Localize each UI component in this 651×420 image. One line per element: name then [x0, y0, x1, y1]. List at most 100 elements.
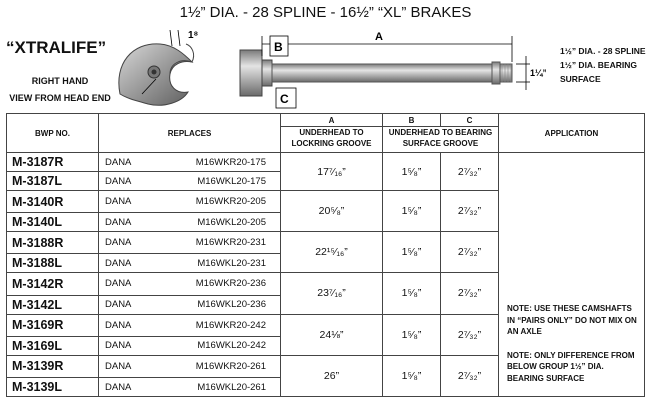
replaced-part: M16WKL20-205	[178, 212, 281, 233]
replaced-part: M16WKL20-236	[178, 294, 281, 315]
camshaft-head-illustration: 1⁸	[118, 29, 199, 106]
header-a-desc-line2: LOCKRING GROOVE	[291, 139, 372, 148]
bwp-number: M-3188R	[6, 231, 99, 255]
replaced-part: M16WKR20-236	[178, 272, 281, 296]
bwp-number: M-3187L	[6, 171, 99, 191]
replaced-part: M16WKL20-242	[178, 335, 281, 356]
replaced-part: M16WKR20-261	[178, 354, 281, 379]
dimension-a: 20⁵⁄₈”	[280, 189, 383, 233]
camshaft-shaft-illustration: A B C 1¼”	[239, 31, 546, 109]
table-row: M-3169R DANA M16WKR20-242 24⅛” 1⁵⁄₈” 2⁷⁄…	[6, 313, 645, 356]
bwp-number: M-3139R	[6, 354, 99, 379]
table-row: M-3188L DANA M16WKL20-231	[6, 253, 645, 274]
manufacturer: DANA	[98, 253, 179, 274]
manufacturer: DANA	[98, 152, 179, 172]
spec-line: 1½” DIA. - 28 SPLINE	[560, 46, 646, 56]
dimension-b: 1⁵⁄₈”	[382, 272, 441, 315]
bwp-number: M-3169L	[6, 335, 99, 356]
manufacturer: DANA	[98, 377, 179, 397]
manufacturer: DANA	[98, 313, 179, 337]
bwp-number: M-3140R	[6, 189, 99, 214]
replaced-part: M16WKR20-205	[178, 189, 281, 214]
dimension-c: 2⁷⁄₃₂”	[440, 231, 499, 274]
header-a-desc-line1: UNDERHEAD TO	[299, 128, 364, 137]
header-row-letters: BWP NO. REPLACES A B C APPLICATION	[6, 113, 645, 153]
dimension-a: 23⁷⁄₁₆”	[280, 272, 383, 315]
table-row: M-3139R DANA M16WKR20-261 26” 1⁵⁄₈” 2⁷⁄₃…	[6, 354, 645, 398]
replaced-part: M16WKL20-231	[178, 253, 281, 274]
spec-note: 1½” DIA. - 28 SPLINE 1½” DIA. BEARING SU…	[560, 44, 646, 86]
header-a: A	[280, 113, 383, 127]
table-row: M-3140R DANA M16WKR20-205 20⁵⁄₈” 1⁵⁄₈” 2…	[6, 189, 645, 233]
table-row: M-3169L DANA M16WKL20-242	[6, 335, 645, 356]
header-bc-desc-line1: UNDERHEAD TO BEARING	[388, 128, 493, 137]
manufacturer: DANA	[98, 212, 179, 233]
dimension-c: 2⁷⁄₃₂”	[440, 354, 499, 398]
header-replaces: REPLACES	[98, 113, 281, 153]
header-bc-description: UNDERHEAD TO BEARING SURFACE GROOVE	[382, 126, 499, 153]
bwp-number: M-3139L	[6, 377, 99, 397]
table-row: M-3187R DANA M16WKR20-175 17⁷⁄₁₆” 1⁵⁄₈” …	[6, 152, 645, 397]
application-note: NOTE: ONLY DIFFERENCE FROM BELOW GROUP 1…	[507, 350, 635, 383]
brand-name: “XTRALIFE”	[6, 38, 107, 57]
header-application: APPLICATION	[498, 113, 645, 153]
dimension-a-label: A	[375, 31, 383, 43]
replaced-part: M16WKL20-261	[178, 377, 281, 397]
dimension-b: 1⁵⁄₈”	[382, 354, 441, 398]
dimension-c: 2⁷⁄₃₂”	[440, 313, 499, 356]
dimension-c: 2⁷⁄₃₂”	[440, 272, 499, 315]
view-caption: RIGHT HAND VIEW FROM HEAD END	[6, 73, 114, 107]
spec-line: SURFACE	[560, 74, 601, 84]
table-row: M-3188R DANA M16WKR20-231 22¹⁵⁄₁₆” 1⁵⁄₈”…	[6, 231, 645, 274]
manufacturer: DANA	[98, 294, 179, 315]
dimension-c: 2⁷⁄₃₂”	[440, 189, 499, 233]
manufacturer: DANA	[98, 272, 179, 296]
parts-table-wrapper: BWP NO. REPLACES A B C APPLICATION UNDER…	[6, 113, 645, 398]
table-row: M-3142R DANA M16WKR20-236 23⁷⁄₁₆” 1⁵⁄₈” …	[6, 272, 645, 315]
manufacturer: DANA	[98, 231, 179, 255]
dimension-b: 1⁵⁄₈”	[382, 313, 441, 356]
replaced-part: M16WKR20-175	[178, 152, 281, 172]
table-row: M-3140L DANA M16WKL20-205	[6, 212, 645, 233]
header-bwp: BWP NO.	[6, 113, 99, 153]
bwp-number: M-3169R	[6, 313, 99, 337]
header-bc-desc-line2: SURFACE GROOVE	[402, 139, 479, 148]
dimension-c: 2⁷⁄₃₂”	[440, 152, 499, 191]
cam-dimension-label: 1⁸	[188, 30, 199, 41]
bwp-number: M-3140L	[6, 212, 99, 233]
parts-table: BWP NO. REPLACES A B C APPLICATION UNDER…	[6, 113, 645, 398]
manufacturer: DANA	[98, 171, 179, 191]
manufacturer: DANA	[98, 189, 179, 214]
view-caption-line2: VIEW FROM HEAD END	[9, 93, 111, 103]
table-row: M-3139L DANA M16WKL20-261	[6, 377, 645, 397]
application-note: NOTE: USE THESE CAMSHAFTS IN “PAIRS ONLY…	[507, 304, 637, 336]
dimension-c-label: C	[280, 92, 289, 106]
dimension-a: 24⅛”	[280, 313, 383, 356]
bwp-number: M-3187R	[6, 152, 99, 172]
bwp-number: M-3142L	[6, 294, 99, 315]
replaced-part: M16WKL20-175	[178, 171, 281, 191]
application-notes: NOTE: USE THESE CAMSHAFTS IN “PAIRS ONLY…	[498, 152, 645, 397]
manufacturer: DANA	[98, 354, 179, 379]
page-title: 1½” DIA. - 28 SPLINE - 16½” “XL” BRAKES	[179, 4, 472, 21]
header-b: B	[382, 113, 441, 127]
dimension-b: 1⁵⁄₈”	[382, 231, 441, 274]
dimension-a: 22¹⁵⁄₁₆”	[280, 231, 383, 274]
dimension-b-label: B	[274, 40, 283, 54]
spec-line: 1½” DIA. BEARING	[560, 60, 637, 70]
dimension-diameter-label: 1¼”	[530, 68, 546, 78]
bwp-number: M-3188L	[6, 253, 99, 274]
dimension-b: 1⁵⁄₈”	[382, 189, 441, 233]
header-c: C	[440, 113, 499, 127]
dimension-a: 26”	[280, 354, 383, 398]
table-row: M-3187L DANA M16WKL20-175	[6, 171, 645, 191]
dimension-a: 17⁷⁄₁₆”	[280, 152, 383, 191]
replaced-part: M16WKR20-231	[178, 231, 281, 255]
view-caption-line1: RIGHT HAND	[31, 76, 89, 86]
header-a-description: UNDERHEAD TO LOCKRING GROOVE	[280, 126, 383, 153]
table-row: M-3142L DANA M16WKL20-236	[6, 294, 645, 315]
replaced-part: M16WKR20-242	[178, 313, 281, 337]
bwp-number: M-3142R	[6, 272, 99, 296]
dimension-b: 1⁵⁄₈”	[382, 152, 441, 191]
manufacturer: DANA	[98, 335, 179, 356]
